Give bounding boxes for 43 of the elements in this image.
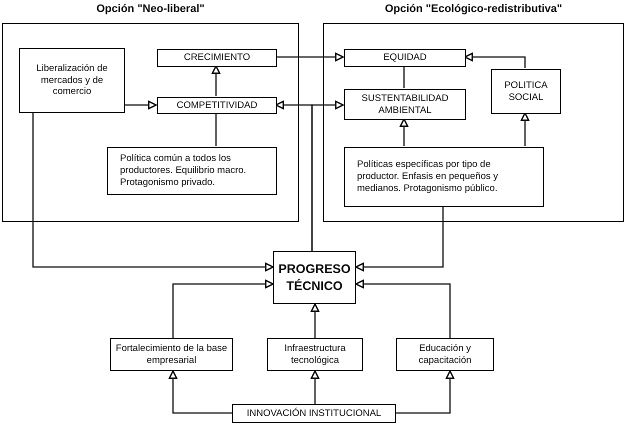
arrow [212,65,220,96]
box-label: POLITICA SOCIAL [503,80,549,104]
box-label: PROGRESO TÉCNICO [277,260,352,294]
process-box [157,49,277,67]
arrow [310,303,320,338]
box-label: Fortalecimiento de la base empresarial [114,342,228,366]
arrow [520,112,530,146]
arrow [276,52,344,62]
process-box [273,251,356,304]
panel-heading: Opción "Ecológico-redistributiva" [384,3,564,15]
arrow [168,370,232,414]
arrow [124,100,157,110]
process-box [110,338,233,371]
box-label: INNOVACIÓN INSTITUCIONAL [246,408,382,420]
process-box [396,338,494,371]
arrow [400,118,408,146]
process-box [344,147,544,207]
process-box [267,338,363,371]
process-box [107,147,277,195]
process-box [157,97,277,114]
box-label: EQUIDAD [383,52,427,64]
process-box [232,404,396,423]
box-label: SUSTENTABILIDAD AMBIENTAL [360,92,450,116]
box-label: Educación y capacitación [418,342,472,366]
process-box [491,69,561,114]
panel-heading: Opción "Neo-liberal" [95,3,206,15]
arrow [310,370,320,404]
box-label: Infraestructura tecnológica [283,342,347,366]
arrow [355,280,451,338]
arrow [311,100,344,251]
box-label: Política común a todos los productores. Equilibrio macro. Protagonismo privado. [120,153,248,189]
arrow [396,370,454,414]
box-label: CRECIMIENTO [184,52,250,64]
arrow [32,112,274,272]
box-label: COMPETITIVIDAD [176,100,258,112]
process-box [19,48,125,113]
arrow [464,52,526,68]
box-label: Políticas específicas por tipo de productor. Enfasis en pequeños y medianos. Protagonismo público. [357,159,500,195]
process-box [344,49,466,67]
box-label: Liberalización de mercados y de comercio [35,62,109,98]
process-box [344,89,466,120]
arrow [355,206,444,272]
arrow [172,280,274,338]
